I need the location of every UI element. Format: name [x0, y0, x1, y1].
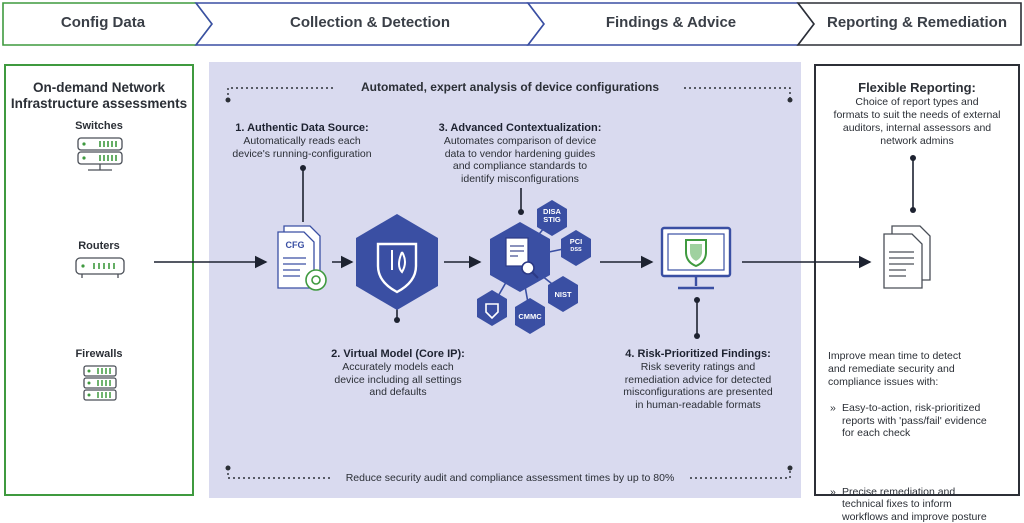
device-label-routers: Routers	[4, 240, 194, 252]
report-documents-icon	[884, 226, 930, 288]
router-icon	[76, 258, 124, 278]
left-panel-title: On-demand Network Infrastructure assessm…	[4, 80, 194, 112]
audit-time-footer: Reduce security audit and compliance ass…	[300, 472, 720, 484]
config-file-icon	[278, 226, 326, 290]
core-ip-hexagon-icon	[356, 214, 438, 310]
bullet-mark: »	[830, 402, 836, 415]
firewall-icon	[84, 366, 116, 400]
nist-label: NIST	[548, 290, 578, 299]
cfg-label: CFG	[280, 240, 310, 250]
monitor-shield-icon	[662, 228, 730, 288]
device-label-firewalls: Firewalls	[4, 348, 194, 360]
flexible-reporting-block: Flexible Reporting: Choice of report typ…	[816, 80, 1018, 148]
analysis-banner: Automated, expert analysis of device con…	[330, 80, 690, 94]
switch-icon	[78, 138, 122, 170]
core-mini-hexagon	[477, 290, 507, 326]
bullet-mark: »	[830, 486, 836, 499]
cmmc-label: CMMC	[515, 312, 545, 321]
bullet-easy-to-action: » Easy-to-action, risk-prioritized repor…	[830, 402, 1022, 440]
improve-mttd-paragraph: Improve mean time to detect and remediat…	[828, 350, 1014, 389]
step-virtual-model: 2. Virtual Model (Core IP): Accurately m…	[310, 348, 486, 399]
step-advanced-contextualization: 3. Advanced Contextualization: Automates…	[430, 122, 610, 185]
step-authentic-data-source: 1. Authentic Data Source: Automatically …	[222, 122, 382, 160]
step-risk-prioritized-findings: 4. Risk-Prioritized Findings: Risk sever…	[606, 348, 790, 411]
bullet-precise-remediation: » Precise remediation and technical fixe…	[830, 486, 1022, 523]
device-label-switches: Switches	[4, 120, 194, 132]
